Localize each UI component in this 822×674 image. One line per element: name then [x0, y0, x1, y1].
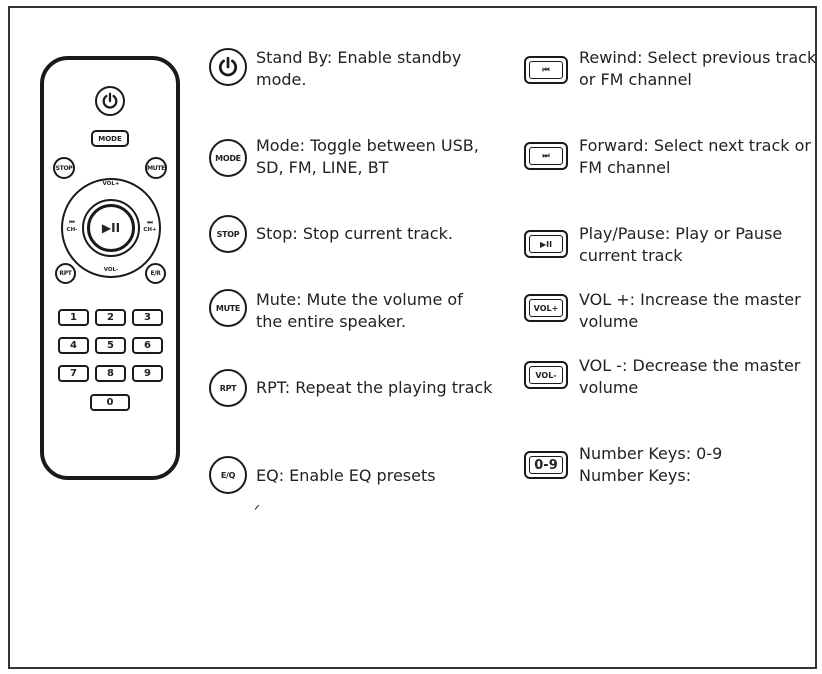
remote-key-9: 9 — [132, 365, 163, 382]
remote-key-0: 0 — [90, 394, 130, 411]
mode-icon: MODE — [209, 139, 247, 177]
rewind-description: Rewind: Select previous track or FM chan… — [579, 47, 816, 91]
remote-key-1: 1 — [58, 309, 89, 326]
play-pause-line-2: current track — [579, 246, 683, 265]
rewind-line-1: Rewind: Select previous track — [579, 48, 817, 67]
power-icon — [209, 48, 247, 86]
remote-ch-down-label: CH- — [66, 227, 78, 233]
remote-stop-button: STOP — [53, 157, 75, 179]
forward-line-2: FM channel — [579, 158, 671, 177]
number-keys-icon: 0-9 — [524, 451, 568, 479]
power-icon — [102, 92, 118, 109]
vol-up-line-1: VOL +: Increase the master — [579, 290, 801, 309]
rpt-description: RPT: Repeat the playing track — [256, 377, 492, 399]
remote-key-3: 3 — [132, 309, 163, 326]
remote-prev-icon: ⏮ — [69, 219, 75, 226]
play-pause-icon: ▶II — [524, 230, 568, 258]
remote-key-8: 8 — [95, 365, 126, 382]
play-pause-line-1: Play/Pause: Play or Pause — [579, 224, 783, 243]
vol-down-description: VOL -: Decrease the master volume — [579, 355, 800, 399]
forward-icon: ⏭ — [524, 142, 568, 170]
remote-mode-button: MODE — [91, 130, 129, 147]
eq-icon: E/Q — [209, 456, 247, 494]
play-pause-description: Play/Pause: Play or Pause current track — [579, 223, 782, 267]
mute-line-2: the entire speaker. — [256, 312, 407, 331]
power-glyph — [218, 56, 238, 77]
rewind-icon: ⏮ — [524, 56, 568, 84]
standby-line-2: mode. — [256, 70, 307, 89]
vol-down-line-2: volume — [579, 378, 639, 397]
vol-down-line-1: VOL -: Decrease the master — [579, 356, 801, 375]
eq-description: EQ: Enable EQ presets — [256, 465, 436, 487]
mode-line-1: Mode: Toggle between USB, — [256, 136, 479, 155]
remote-key-7: 7 — [58, 365, 89, 382]
number-keys-description: Number Keys: 0-9 Number Keys: — [579, 443, 722, 487]
forward-description: Forward: Select next track or FM channel — [579, 135, 811, 179]
remote-ch-up-label: CH+ — [143, 227, 157, 233]
rpt-icon: RPT — [209, 369, 247, 407]
standby-line-1: Stand By: Enable standby — [256, 48, 462, 67]
remote-key-4: 4 — [58, 337, 89, 354]
remote-power-button — [95, 86, 125, 116]
remote-key-5: 5 — [95, 337, 126, 354]
remote-rpt-button: RPT — [55, 263, 76, 284]
eq-line-1: EQ: Enable EQ presets — [256, 466, 436, 485]
remote-eq-button: E/R — [145, 263, 166, 284]
mute-line-1: Mute: Mute the volume of — [256, 290, 463, 309]
mute-description: Mute: Mute the volume of the entire spea… — [256, 289, 463, 333]
mode-line-2: SD, FM, LINE, BT — [256, 158, 389, 177]
stop-description: Stop: Stop current track. — [256, 223, 453, 245]
remote-vol-up-label: VOL+ — [102, 181, 120, 187]
remote-key-6: 6 — [132, 337, 163, 354]
remote-mute-button: MUTE — [145, 157, 167, 179]
number-keys-line-1: Number Keys: 0-9 — [579, 444, 723, 463]
rewind-line-2: or FM channel — [579, 70, 692, 89]
mute-icon: MUTE — [209, 289, 247, 327]
mode-description: Mode: Toggle between USB, SD, FM, LINE, … — [256, 135, 479, 179]
forward-line-1: Forward: Select next track or — [579, 136, 811, 155]
rpt-line-1: RPT: Repeat the playing track — [256, 378, 493, 397]
remote-play-pause-button: ▶II — [87, 204, 135, 252]
stop-icon: STOP — [209, 215, 247, 253]
standby-description: Stand By: Enable standby mode. — [256, 47, 461, 91]
number-keys-line-2: Number Keys: — [579, 466, 692, 485]
diagram-frame — [8, 6, 817, 669]
remote-play-ring — [82, 199, 140, 257]
remote-vol-down-label: VOL- — [103, 267, 119, 273]
remote-next-icon: ⏭ — [147, 219, 153, 226]
stop-line-1: Stop: Stop current track. — [256, 224, 453, 243]
remote-key-2: 2 — [95, 309, 126, 326]
vol-up-description: VOL +: Increase the master volume — [579, 289, 801, 333]
stray-mark: ᐟ — [254, 503, 260, 519]
vol-down-icon: VOL- — [524, 361, 568, 389]
remote-nav-ring — [61, 178, 161, 278]
vol-up-line-2: volume — [579, 312, 639, 331]
remote-control: MODE STOP MUTE VOL+ VOL- ⏮ CH- ⏭ CH+ ▶II… — [40, 56, 180, 480]
vol-up-icon: VOL+ — [524, 294, 568, 322]
